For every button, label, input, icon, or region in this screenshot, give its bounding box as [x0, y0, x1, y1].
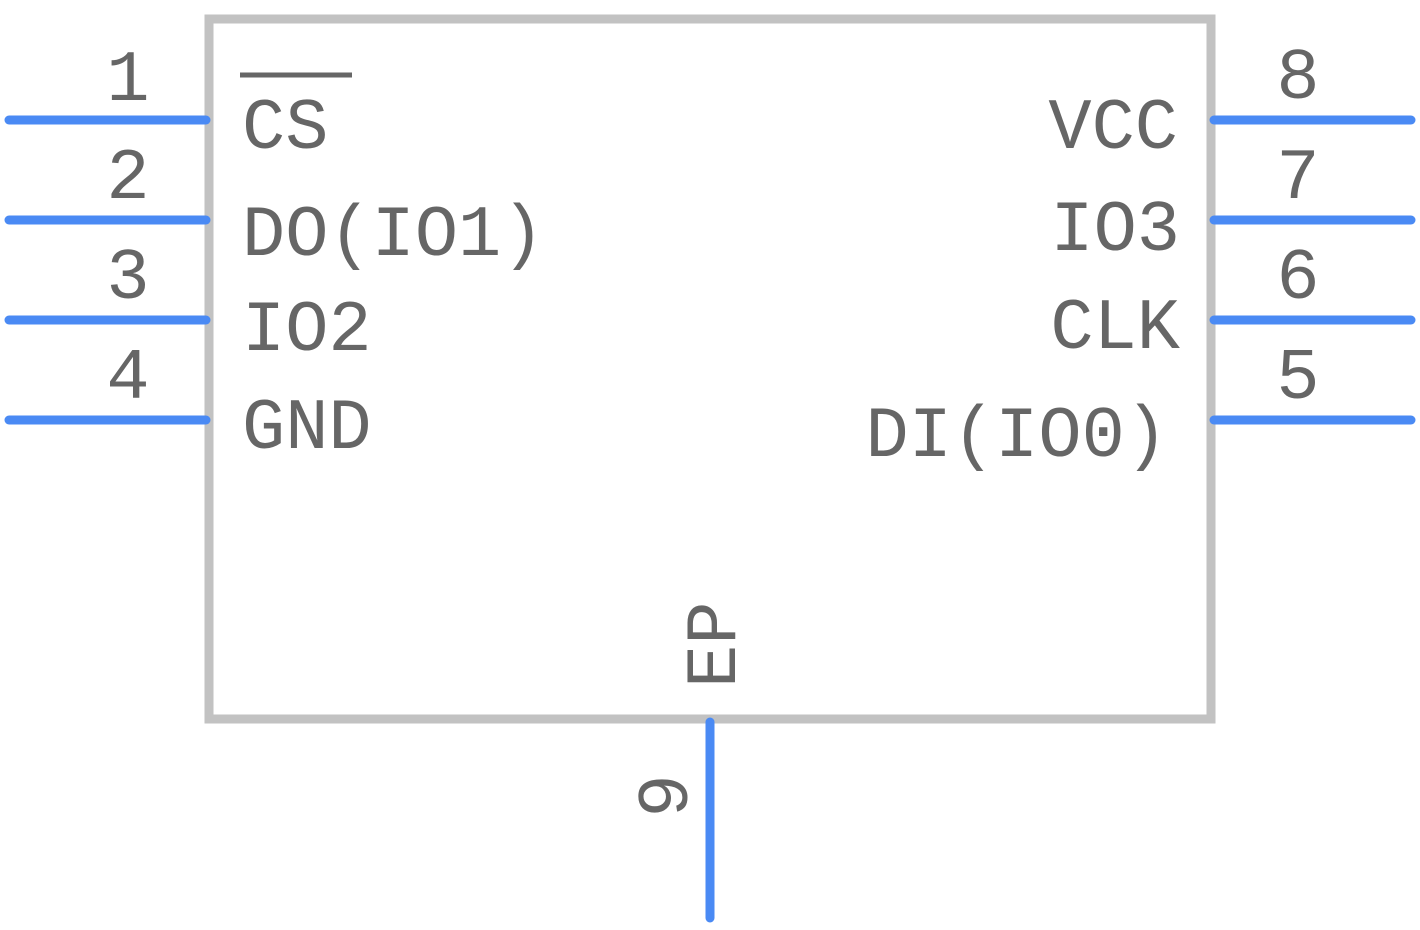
- pin-1-number: 1: [106, 40, 149, 122]
- pin-5[interactable]: 5 DI(IO0): [866, 338, 1416, 478]
- pin-1-name: CS: [242, 88, 328, 170]
- pin-5-number: 5: [1276, 338, 1319, 420]
- pin-4-number: 4: [106, 338, 149, 420]
- pin-2[interactable]: 2 DO(IO1): [4, 138, 544, 277]
- pin-6-name: CLK: [1050, 288, 1180, 370]
- pin-7-name: IO3: [1050, 190, 1180, 272]
- pin-7-number: 7: [1276, 138, 1319, 220]
- pin-9[interactable]: 9 EP: [627, 602, 757, 923]
- pin-4[interactable]: 4 GND: [4, 338, 372, 470]
- pin-9-number: 9: [627, 774, 709, 817]
- pin-4-name: GND: [242, 388, 372, 470]
- pin-2-name: DO(IO1): [242, 195, 544, 277]
- pin-2-number: 2: [106, 138, 149, 220]
- pin-5-name: DI(IO0): [866, 396, 1168, 478]
- pin-6[interactable]: 6 CLK: [1050, 238, 1416, 370]
- pin-3-number: 3: [106, 238, 149, 320]
- pin-8-number: 8: [1276, 38, 1319, 120]
- pin-9-name: EP: [675, 602, 757, 688]
- pin-1[interactable]: 1 CS: [4, 40, 352, 170]
- pin-3-name: IO2: [242, 290, 372, 372]
- pin-8-name: VCC: [1048, 88, 1178, 170]
- pin-3[interactable]: 3 IO2: [4, 238, 372, 372]
- pin-8[interactable]: 8 VCC: [1048, 38, 1416, 170]
- pin-7[interactable]: 7 IO3: [1050, 138, 1416, 272]
- pin-6-number: 6: [1276, 238, 1319, 320]
